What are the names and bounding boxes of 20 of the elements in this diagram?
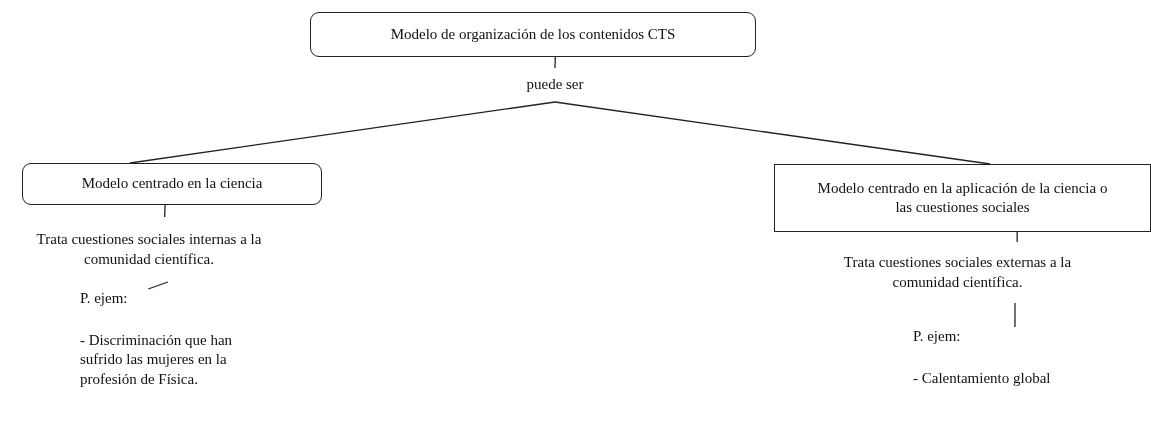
connector-line <box>164 204 166 218</box>
node-text: Modelo de organización de los contenidos CTS <box>389 24 677 44</box>
node-text: - Discriminación que han sufrido las mujeres en la profesión de Física. <box>80 330 234 389</box>
connector-line <box>554 101 991 165</box>
node-text: - Calentamiento global <box>913 368 1052 388</box>
connector-line <box>1014 302 1016 328</box>
node-text: Modelo centrado en la aplicación de la ciencia o las cuestiones sociales <box>816 178 1109 217</box>
node-text: puede ser <box>525 75 585 95</box>
connector-line <box>147 281 169 290</box>
rounded-box <box>22 163 322 205</box>
node-text: Trata cuestiones sociales externas a la comunidad científica. <box>842 253 1073 292</box>
example-heading: P. ejem: <box>913 327 962 346</box>
connector-line <box>1016 231 1018 243</box>
example-heading: P. ejem: <box>80 289 129 308</box>
connector-line <box>554 56 556 69</box>
node-text: Trata cuestiones sociales internas a la comunidad científica. <box>35 230 263 269</box>
rounded-box <box>310 12 756 57</box>
process-box <box>774 164 1151 232</box>
node-text: Modelo centrado en la ciencia <box>80 174 264 194</box>
connector-line <box>129 101 556 164</box>
